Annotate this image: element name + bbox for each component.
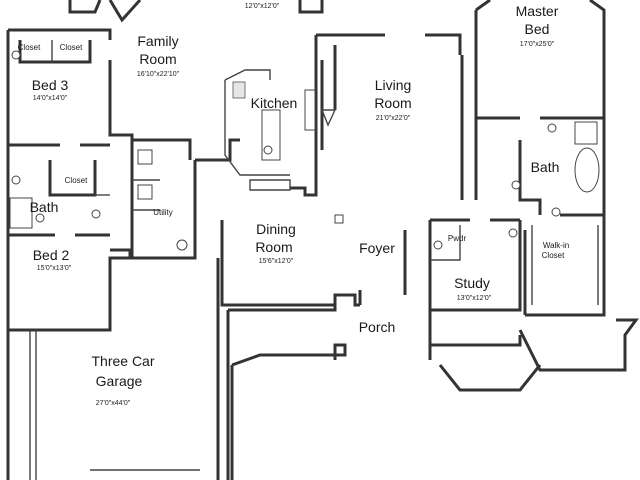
kitchen-island-sink bbox=[263, 145, 273, 155]
bed3-label: Bed 3 bbox=[32, 77, 69, 93]
wall-kitchen-east bbox=[290, 35, 318, 197]
walkin-closet-label-1: Walk-in bbox=[543, 241, 569, 250]
bed3-sink bbox=[11, 50, 21, 60]
kitchen-range bbox=[232, 81, 246, 99]
garage-door-west bbox=[29, 330, 37, 480]
utility-washer bbox=[137, 149, 153, 165]
master-tub bbox=[574, 147, 600, 193]
walkin-closet-label-2: Closet bbox=[542, 251, 565, 260]
fridge bbox=[304, 89, 316, 131]
bath2-sink bbox=[91, 209, 101, 219]
kitchen-label: Kitchen bbox=[251, 95, 298, 111]
wall-study-south bbox=[430, 335, 522, 347]
bed2-label: Bed 2 bbox=[33, 247, 70, 263]
wall-bed3-east bbox=[108, 60, 192, 160]
garage-label-1: Three Car bbox=[91, 353, 154, 369]
wall-closets-top bbox=[18, 40, 92, 64]
living-room-label-2: Room bbox=[374, 95, 411, 111]
kitchen-pantry bbox=[249, 179, 291, 191]
kitchen-counter bbox=[224, 69, 290, 176]
master-toilet bbox=[551, 207, 561, 217]
utility-dryer bbox=[137, 184, 153, 200]
wall-utility-inner bbox=[132, 179, 160, 211]
wall-bay-top bbox=[108, 0, 142, 23]
wall-study-bay bbox=[438, 364, 542, 392]
wall-porch-top bbox=[228, 300, 337, 312]
fireplace-hearth bbox=[320, 109, 337, 127]
wall-fireplace bbox=[320, 45, 337, 150]
room-labels: 12'0"x12'0" Family Room 16'10"x22'10" Cl… bbox=[18, 3, 570, 407]
dining-room-label-2: Room bbox=[255, 239, 292, 255]
study-dims: 13'0"x12'0" bbox=[457, 295, 492, 302]
closet-a-label: Closet bbox=[18, 43, 41, 52]
garage-label-2: Garage bbox=[96, 373, 143, 389]
fixtures bbox=[9, 50, 600, 305]
powder-toilet bbox=[433, 240, 443, 250]
wall-bath-inner bbox=[518, 140, 542, 215]
walkin-shelves bbox=[531, 225, 599, 305]
foyer-label: Foyer bbox=[359, 240, 395, 256]
family-room-label-1: Family bbox=[137, 33, 178, 49]
living-room-dims: 21'0"x22'0" bbox=[376, 115, 411, 122]
wall-master-outer bbox=[475, 0, 606, 317]
wall-dining bbox=[220, 220, 360, 307]
wall-top-left bbox=[68, 0, 102, 14]
wall-powder bbox=[430, 225, 461, 261]
study-label: Study bbox=[454, 275, 490, 291]
wall-porch-bay bbox=[231, 343, 347, 367]
master-bed-label-2: Bed bbox=[525, 21, 550, 37]
master-shower bbox=[574, 121, 598, 145]
bath2-sink-2 bbox=[11, 175, 21, 185]
closet-c-label: Closet bbox=[65, 176, 88, 185]
wall-bed3-top bbox=[8, 28, 112, 40]
wall-top-center bbox=[298, 0, 324, 14]
wall-utility bbox=[130, 140, 197, 260]
master-sink-2 bbox=[511, 180, 521, 190]
family-room-dims: 16'10"x22'10" bbox=[137, 71, 180, 78]
wall-master-bay bbox=[518, 318, 639, 372]
porch-label: Porch bbox=[359, 319, 396, 335]
walls bbox=[6, 0, 639, 480]
top-partial-dims: 12'0"x12'0" bbox=[245, 3, 280, 10]
dining-room-label-1: Dining bbox=[256, 221, 296, 237]
garage-dims: 27'0"x44'0" bbox=[96, 400, 131, 407]
master-sink-1 bbox=[547, 123, 557, 133]
dining-room-dims: 15'6"x12'0" bbox=[259, 258, 294, 265]
bath2-tub bbox=[9, 197, 33, 229]
closet-b-label: Closet bbox=[60, 43, 83, 52]
powder-sink bbox=[508, 228, 518, 238]
bath2-label: Bath bbox=[30, 199, 59, 215]
wall-study-east bbox=[430, 220, 522, 312]
bed3-dims: 14'0"x14'0" bbox=[33, 95, 68, 102]
wall-living-top-right bbox=[425, 33, 462, 55]
bath2-toilet bbox=[35, 213, 45, 223]
wall-closet-bed2 bbox=[48, 160, 97, 197]
master-bed-dims: 17'0"x25'0" bbox=[520, 41, 555, 48]
bed2-dims: 15'0"x13'0" bbox=[37, 265, 72, 272]
utility-sink bbox=[176, 239, 188, 251]
living-room-label-1: Living bbox=[375, 77, 412, 93]
powder-label: Pwdr bbox=[448, 234, 467, 243]
foyer-column bbox=[334, 214, 344, 224]
wall-kitchen-sw bbox=[195, 138, 240, 162]
master-bed-label-1: Master bbox=[516, 3, 559, 19]
utility-label: Utility bbox=[153, 208, 173, 217]
family-room-label-2: Room bbox=[139, 51, 176, 67]
master-bath-label: Bath bbox=[531, 159, 560, 175]
